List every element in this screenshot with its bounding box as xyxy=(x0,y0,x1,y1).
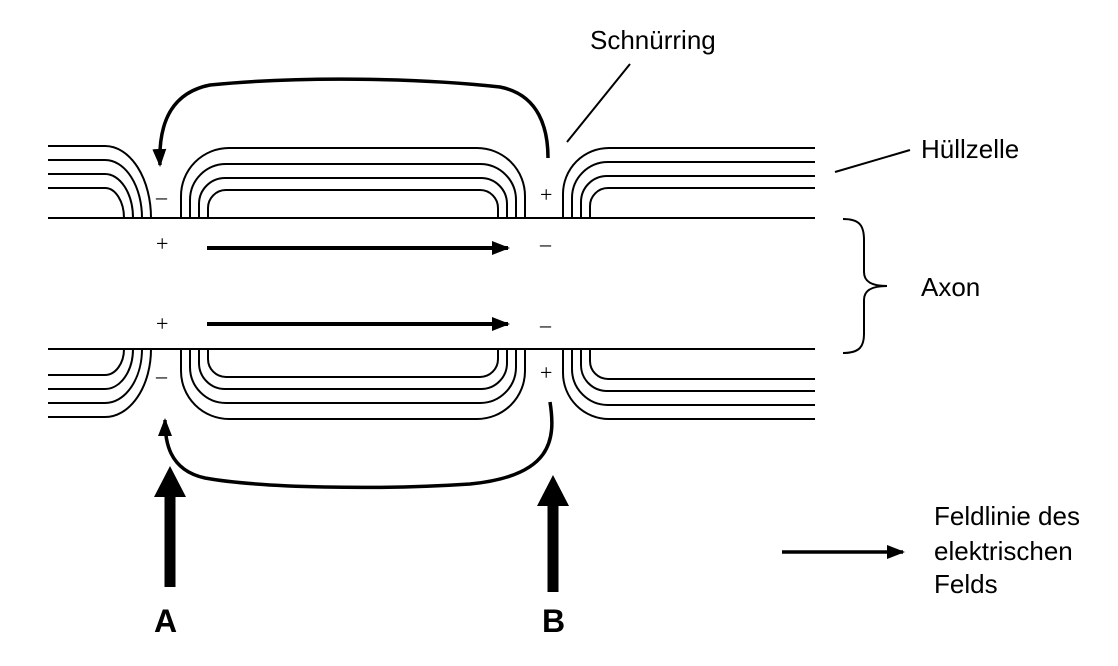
legend-text-line-3: Felds xyxy=(934,569,998,599)
charge-node-b-outer-top: + xyxy=(540,182,552,207)
charge-node-b-inner-bottom: – xyxy=(539,312,552,337)
field-line-outer-bottom xyxy=(158,401,554,490)
myelin-sheath-bottom-right xyxy=(562,349,815,420)
legend-text-line-1: Feldlinie des xyxy=(934,501,1080,531)
myelin-sheath-bottom-left xyxy=(48,348,152,418)
myelin-sheath-top-left xyxy=(48,145,152,219)
charge-node-a-inner-bottom: + xyxy=(156,311,168,336)
marker-arrowhead-b xyxy=(537,475,569,506)
pointer-schnuerring xyxy=(566,63,631,143)
axon-brace xyxy=(842,218,888,354)
field-line-outer-top xyxy=(152,77,550,167)
charge-node-a-outer-top: – xyxy=(155,184,168,209)
pointer-huellzelle xyxy=(834,149,911,173)
marker-label-b: B xyxy=(542,603,565,639)
charge-node-a-outer-bottom: – xyxy=(155,363,168,388)
label-huellzelle: Hüllzelle xyxy=(921,134,1019,164)
myelin-sheath-top-right xyxy=(562,147,815,218)
marker-label-a: A xyxy=(154,603,177,639)
label-axon: Axon xyxy=(921,272,980,302)
charge-node-b-outer-bottom: + xyxy=(540,360,552,385)
charge-node-b-inner-top: – xyxy=(539,231,552,256)
charge-node-a-inner-top: + xyxy=(156,231,168,256)
legend-text-line-2: elektrischen xyxy=(934,536,1073,566)
marker-arrowhead-a xyxy=(154,466,186,497)
myelin-sheath-top-middle xyxy=(180,147,526,218)
label-schnuerring: Schnürring xyxy=(590,25,716,55)
myelin-sheath-bottom-middle xyxy=(180,349,526,420)
